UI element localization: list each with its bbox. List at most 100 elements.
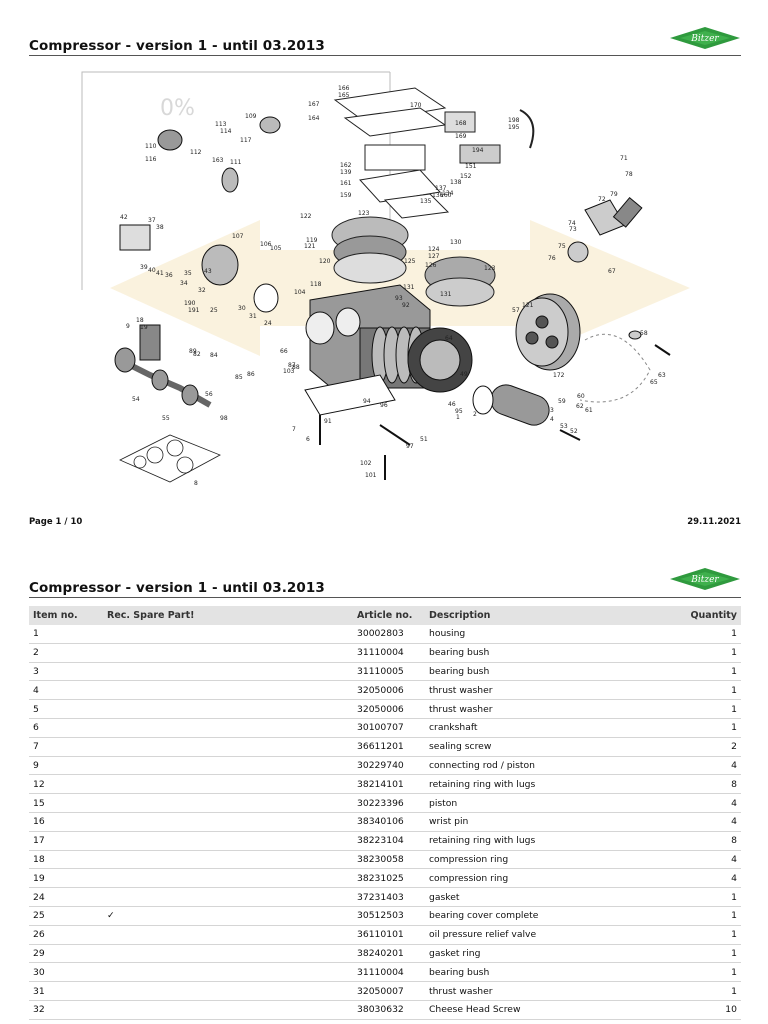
header-item-no: Item no. xyxy=(29,606,103,625)
callout-label: 61 xyxy=(585,407,593,414)
cell-quantity: 1 xyxy=(673,981,741,1001)
callout-label: 2 xyxy=(473,411,477,418)
cell-rec-spare xyxy=(103,925,353,945)
callout-label: 109 xyxy=(245,113,257,120)
callout-label: 134 xyxy=(442,190,454,197)
watermark-text: 0% xyxy=(160,96,195,121)
cell-rec-spare: ✓ xyxy=(103,906,353,926)
callout-label: 53 xyxy=(560,423,568,430)
callout-label: 84 xyxy=(210,352,218,359)
cell-description: compression ring xyxy=(425,868,673,889)
callout-label: 97 xyxy=(406,443,414,450)
callout-label: 60 xyxy=(577,393,585,400)
cell-description: thrust washer xyxy=(425,680,673,701)
cell-article-no: 31110005 xyxy=(353,662,425,682)
callout-label: 41 xyxy=(156,270,164,277)
cell-article-no: 31110004 xyxy=(353,643,425,663)
callout-label: 137 xyxy=(435,185,447,192)
cell-item-no: 4 xyxy=(29,680,103,701)
callout-label: 65 xyxy=(650,379,658,386)
cell-description: piston xyxy=(425,793,673,813)
callout-label: 167 xyxy=(308,101,320,108)
callout-label: 54 xyxy=(132,396,140,403)
callout-label: 104 xyxy=(294,289,306,296)
cell-article-no: 32050006 xyxy=(353,680,425,701)
cell-rec-spare xyxy=(103,643,353,663)
header-quantity: Quantity xyxy=(673,606,741,625)
callout-label: 94 xyxy=(363,398,371,405)
cell-item-no: 17 xyxy=(29,831,103,851)
callout-label: 1 xyxy=(456,414,460,421)
cell-rec-spare xyxy=(103,981,353,1001)
print-date: 29.11.2021 xyxy=(687,517,741,527)
callout-label: 18 xyxy=(136,317,144,324)
cell-item-no: 15 xyxy=(29,793,103,813)
callout-label: 78 xyxy=(625,171,633,178)
cell-description: oil pressure relief valve xyxy=(425,925,673,945)
callout-label: 66 xyxy=(280,348,288,355)
cell-description: sealing screw xyxy=(425,737,673,757)
callout-label: 56 xyxy=(205,391,213,398)
callout-label: 127 xyxy=(428,253,440,260)
cell-article-no: 38340106 xyxy=(353,812,425,832)
callout-label: 123 xyxy=(484,265,496,272)
callout-label: 113 xyxy=(215,121,227,128)
callout-label: 72 xyxy=(598,196,606,203)
cell-article-no: 32050007 xyxy=(353,981,425,1001)
callout-label: 131 xyxy=(440,291,452,298)
callout-label: 121 xyxy=(522,302,534,309)
header-rule-2 xyxy=(29,597,741,598)
cell-quantity: 1 xyxy=(673,925,741,945)
callout-label: 32 xyxy=(198,287,206,294)
callout-label: 139 xyxy=(340,169,352,176)
callout-label: 52 xyxy=(570,428,578,435)
callout-label: 110 xyxy=(145,143,157,150)
callout-label: 105 xyxy=(270,245,282,252)
callout-label: 123 xyxy=(358,210,370,217)
cell-item-no: 31 xyxy=(29,981,103,1001)
callout-label: 91 xyxy=(324,418,332,425)
cell-article-no: 38231025 xyxy=(353,868,425,889)
callout-label: 59 xyxy=(558,398,566,405)
cell-item-no: 12 xyxy=(29,774,103,795)
page-title: Compressor - version 1 - until 03.2013 xyxy=(29,38,325,54)
callout-label: 8 xyxy=(194,480,198,487)
cell-rec-spare xyxy=(103,756,353,776)
callout-label: 58 xyxy=(640,330,648,337)
callout-label: 121 xyxy=(304,243,316,250)
callout-label: 170 xyxy=(410,102,422,109)
cell-article-no: 31110004 xyxy=(353,962,425,983)
cell-rec-spare xyxy=(103,944,353,964)
cell-item-no: 9 xyxy=(29,756,103,776)
cell-article-no: 38214101 xyxy=(353,774,425,795)
cell-item-no: 19 xyxy=(29,868,103,889)
callout-label: 138 xyxy=(450,179,462,186)
callout-label: 160 xyxy=(440,192,452,199)
cell-description: retaining ring with lugs xyxy=(425,831,673,851)
callout-label: 46 xyxy=(448,401,456,408)
callout-label: 152 xyxy=(460,173,472,180)
callout-label: 86 xyxy=(247,371,255,378)
cell-quantity: 1 xyxy=(673,887,741,907)
cell-quantity: 1 xyxy=(673,944,741,964)
cell-item-no: 16 xyxy=(29,812,103,832)
cell-quantity: 1 xyxy=(673,680,741,701)
cell-quantity: 4 xyxy=(673,812,741,832)
cell-rec-spare xyxy=(103,680,353,701)
cell-item-no: 2 xyxy=(29,643,103,663)
cell-quantity: 4 xyxy=(673,756,741,776)
callout-label: 114 xyxy=(220,128,232,135)
callout-label: 159 xyxy=(340,192,352,199)
cell-article-no: 38230058 xyxy=(353,850,425,870)
cell-item-no: 7 xyxy=(29,737,103,757)
callout-label: 126 xyxy=(425,262,437,269)
cell-rec-spare xyxy=(103,699,353,719)
cell-article-no: 37231403 xyxy=(353,887,425,907)
